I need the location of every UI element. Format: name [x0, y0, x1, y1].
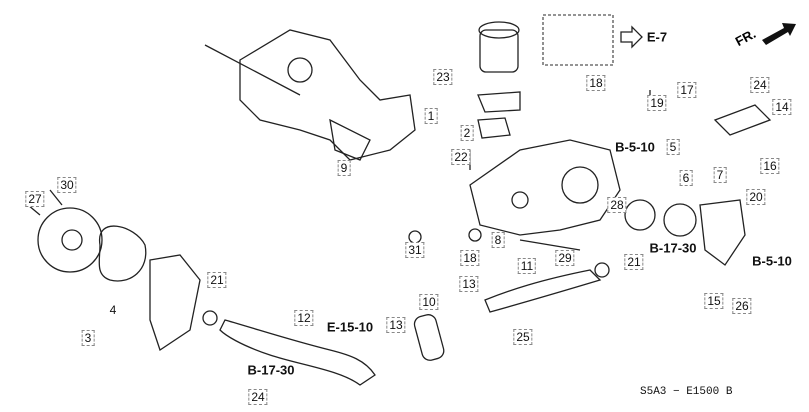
part-callout[interactable]: 13	[386, 317, 406, 333]
water-pipe-12	[219, 319, 376, 386]
part-callout[interactable]: 18	[460, 250, 480, 266]
part-callout[interactable]: 6	[679, 170, 693, 186]
part-callout[interactable]: 23	[433, 69, 453, 85]
part-callout[interactable]: 25	[513, 329, 533, 345]
part-callout[interactable]: 14	[772, 99, 792, 115]
reference-b-5-10[interactable]: B-5-10	[615, 139, 655, 155]
part-callout[interactable]: 9	[337, 160, 351, 176]
part-callout[interactable]: 3	[81, 330, 95, 346]
part-callout[interactable]: 21	[207, 272, 227, 288]
part-callout[interactable]: 8	[491, 232, 505, 248]
part-callout[interactable]: 11	[517, 258, 537, 274]
part-callout[interactable]: 19	[647, 95, 667, 111]
part-callout[interactable]: 4	[109, 303, 117, 317]
part-callout[interactable]: 22	[451, 149, 471, 165]
reference-b-5-10[interactable]: B-5-10	[752, 253, 792, 269]
water-hose-11	[484, 269, 602, 313]
reference-b-17-30[interactable]: B-17-30	[247, 362, 295, 378]
part-callout[interactable]: 13	[459, 276, 479, 292]
part-callout[interactable]: 5	[666, 139, 680, 155]
reference-b-17-30[interactable]: B-17-30	[649, 240, 697, 256]
part-callout[interactable]: 24	[248, 389, 268, 405]
part-callout[interactable]: 30	[57, 177, 77, 193]
part-callout[interactable]: 1	[424, 108, 438, 124]
part-callout[interactable]: 20	[746, 189, 766, 205]
part-callout[interactable]: 21	[624, 254, 644, 270]
water-pump-drawing	[27, 189, 147, 282]
diagram-code: S5A3 − E1500 B	[640, 386, 733, 398]
part-callout[interactable]: 15	[704, 293, 724, 309]
part-callout[interactable]: 16	[760, 158, 780, 174]
part-callout[interactable]: 10	[419, 294, 439, 310]
part-callout[interactable]: 12	[294, 310, 314, 326]
part-callout[interactable]: 28	[607, 197, 627, 213]
front-arrow-icon	[762, 23, 796, 45]
part-callout[interactable]: 2	[460, 125, 474, 141]
cylinder-head-drawing	[204, 29, 416, 161]
part-callout[interactable]: 29	[555, 250, 575, 266]
reference-e-7[interactable]: E-7	[646, 29, 668, 45]
thermostat-housing-drawing	[469, 104, 772, 266]
part-callout[interactable]: 27	[25, 191, 45, 207]
egr-valve-drawing	[477, 21, 521, 139]
part-callout[interactable]: 26	[732, 298, 752, 314]
part-callout[interactable]: 7	[713, 167, 727, 183]
part-callout[interactable]: 17	[677, 82, 697, 98]
reference-e-15-10[interactable]: E-15-10	[326, 319, 374, 335]
part-callout[interactable]: 24	[750, 77, 770, 93]
part-callout[interactable]: 31	[405, 242, 425, 258]
part-callout[interactable]: 18	[586, 75, 606, 91]
